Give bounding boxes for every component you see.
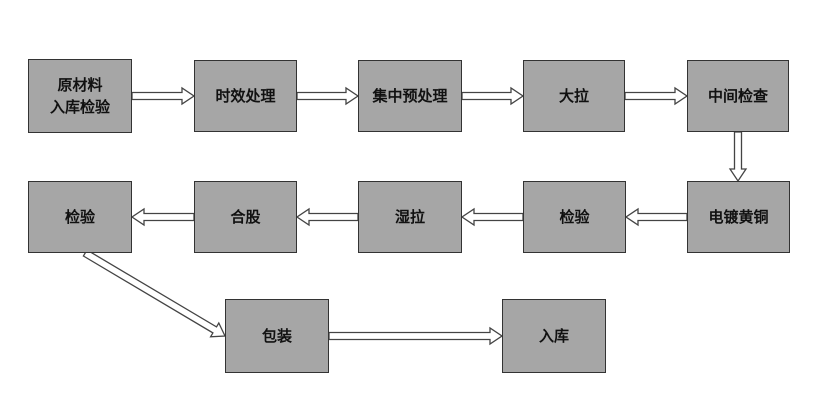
- node-warehousing: 入库: [502, 299, 606, 373]
- node-aging-treatment: 时效处理: [194, 60, 297, 132]
- node-inspection-1: 检验: [523, 181, 626, 253]
- arrow-n1-to-n2: [131, 86, 196, 106]
- arrow-n5-to-n6: [728, 131, 748, 183]
- arrow-n11-to-n12: [328, 326, 504, 346]
- node-raw-material-inspection: 原材料 入库检验: [28, 59, 132, 133]
- node-intermediate-check: 中间检查: [687, 60, 789, 132]
- arrow-n6-to-n7: [624, 207, 688, 227]
- arrow-n3-to-n4: [461, 86, 525, 106]
- arrow-n7-to-n8: [460, 207, 524, 227]
- node-wet-drawing: 湿拉: [358, 181, 462, 253]
- node-stranding: 合股: [194, 181, 297, 253]
- arrow-n2-to-n3: [296, 86, 360, 106]
- arrow-n10-to-n11: [82, 249, 227, 338]
- node-rough-drawing: 大拉: [523, 60, 625, 132]
- node-centralized-pretreatment: 集中预处理: [358, 60, 462, 132]
- node-packaging: 包装: [225, 299, 329, 373]
- node-inspection-2: 检验: [28, 181, 132, 253]
- arrow-n4-to-n5: [624, 86, 689, 106]
- arrow-n9-to-n10: [130, 207, 195, 227]
- node-brass-plating: 电镀黄铜: [687, 181, 790, 253]
- arrow-n8-to-n9: [295, 207, 359, 227]
